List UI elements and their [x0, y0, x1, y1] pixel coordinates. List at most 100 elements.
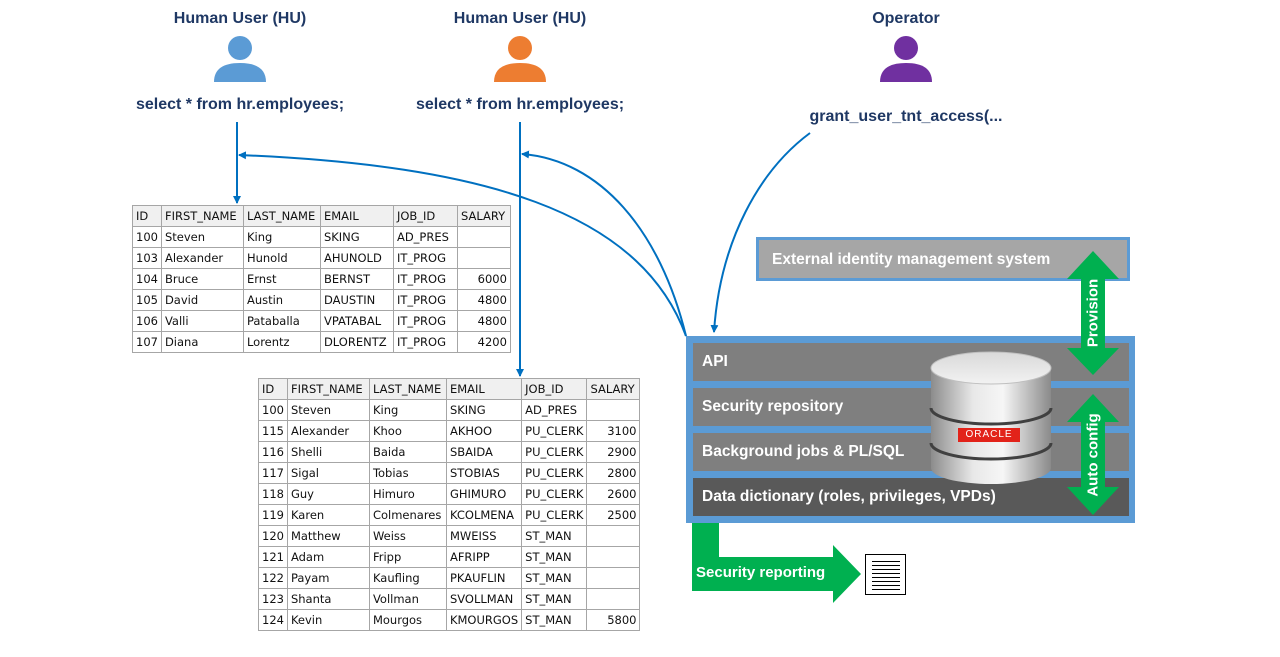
oracle-logo [958, 428, 1020, 442]
auto-config-label: Auto config [1084, 413, 1102, 497]
column-header: SALARY [586, 378, 641, 400]
auto-config-arrow [1067, 394, 1119, 515]
table-cell: Vollman [368, 588, 447, 610]
table-cell: 100 [132, 226, 162, 248]
table-cell: Baida [368, 441, 447, 463]
table-cell: IT_PROG [392, 331, 458, 353]
table-cell: 106 [132, 310, 162, 332]
result-table-user-2: ID FIRST_NAME LAST_NAME EMAIL JOB_ID SAL… [258, 378, 641, 631]
column-header: EMAIL [445, 378, 523, 400]
table-cell: VPATABAL [319, 310, 394, 332]
table-cell: 105 [132, 289, 162, 311]
column-header: ID [132, 205, 162, 227]
column-header: EMAIL [319, 205, 394, 227]
sql-command: select * from hr.employees; [135, 96, 345, 113]
oracle-logo-text: ORACLE [965, 429, 1013, 440]
table-cell: IT_PROG [392, 247, 458, 269]
table-cell: MWEISS [445, 525, 523, 547]
table-cell: PU_CLERK [521, 441, 588, 463]
table-cell: AD_PRES [521, 399, 588, 421]
table-cell: AFRIPP [445, 546, 523, 568]
table-cell: Mourgos [368, 609, 447, 631]
table-cell: 2800 [586, 462, 641, 484]
table-cell: DLORENTZ [319, 331, 394, 353]
table-cell: AD_PRES [392, 226, 458, 248]
person-icon [494, 36, 546, 82]
table-cell: ST_MAN [521, 609, 588, 631]
table-cell: STOBIAS [445, 462, 523, 484]
table-cell: 124 [258, 609, 288, 631]
layer-api: API [693, 343, 1129, 381]
operator-api-arrow [710, 132, 811, 333]
table-cell: 119 [258, 504, 288, 526]
database-cylinder-icon [929, 351, 1053, 484]
table-cell: Lorentz [242, 331, 321, 353]
table-cell: PU_CLERK [521, 420, 588, 442]
table-cell: IT_PROG [392, 268, 458, 290]
layer-security-repository: Security repository [693, 388, 1129, 426]
column-header: SALARY [456, 205, 511, 227]
column-header: ID [258, 378, 288, 400]
security-reporting-arrow [692, 523, 861, 603]
provision-arrow [1067, 251, 1119, 375]
actor-title: Operator [872, 10, 940, 27]
table-cell: Colmenares [368, 504, 447, 526]
column-header: FIRST_NAME [286, 378, 370, 400]
provision-label: Provision [1084, 278, 1102, 348]
table-cell: 4200 [456, 331, 511, 353]
table-cell: Hunold [242, 247, 321, 269]
table-cell: 5800 [586, 609, 641, 631]
table-cell: Steven [286, 399, 370, 421]
table-cell: PU_CLERK [521, 462, 588, 484]
column-header: LAST_NAME [368, 378, 447, 400]
actor-title: Human User (HU) [453, 10, 587, 27]
layer-data-dictionary: Data dictionary (roles, privileges, VPDs… [693, 478, 1129, 516]
table-cell: Kevin [286, 609, 370, 631]
table-cell: Himuro [368, 483, 447, 505]
external-identity-system-label: External identity management system [772, 251, 1051, 268]
actor-operator: Operator grant_user_tnt_access(... [786, 10, 1026, 135]
table-cell: Ernst [242, 268, 321, 290]
table-cell: 120 [258, 525, 288, 547]
sql-command: select * from hr.employees; [415, 96, 625, 113]
table-cell: PKAUFLIN [445, 567, 523, 589]
policy-arrow-to-user-2 [521, 150, 687, 337]
table-cell: Shanta [286, 588, 370, 610]
table-cell: 104 [132, 268, 162, 290]
table-cell: Alexander [286, 420, 370, 442]
table-cell: Bruce [160, 268, 244, 290]
table-cell: Diana [160, 331, 244, 353]
table-cell: 121 [258, 546, 288, 568]
security-reporting-label: Security reporting [696, 564, 826, 581]
database-layer-stack: API Security repository Background jobs … [686, 336, 1135, 523]
table-cell: BERNST [319, 268, 394, 290]
report-document-icon [865, 554, 906, 595]
table-cell: ST_MAN [521, 546, 588, 568]
external-identity-system-box: External identity management system [756, 237, 1130, 281]
person-icon [880, 36, 932, 82]
table-cell: 4800 [456, 289, 511, 311]
actor-human-user-2: Human User (HU) select * from hr.employe… [400, 10, 640, 120]
layer-background-jobs: Background jobs & PL/SQL [693, 433, 1129, 471]
table-cell: Shelli [286, 441, 370, 463]
table-header-row: ID FIRST_NAME LAST_NAME EMAIL JOB_ID SAL… [132, 205, 511, 227]
actor-human-user-1: Human User (HU) select * from hr.employe… [120, 10, 360, 120]
actor-title: Human User (HU) [173, 10, 307, 27]
column-header: JOB_ID [392, 205, 458, 227]
table-header-row: ID FIRST_NAME LAST_NAME EMAIL JOB_ID SAL… [258, 378, 641, 400]
